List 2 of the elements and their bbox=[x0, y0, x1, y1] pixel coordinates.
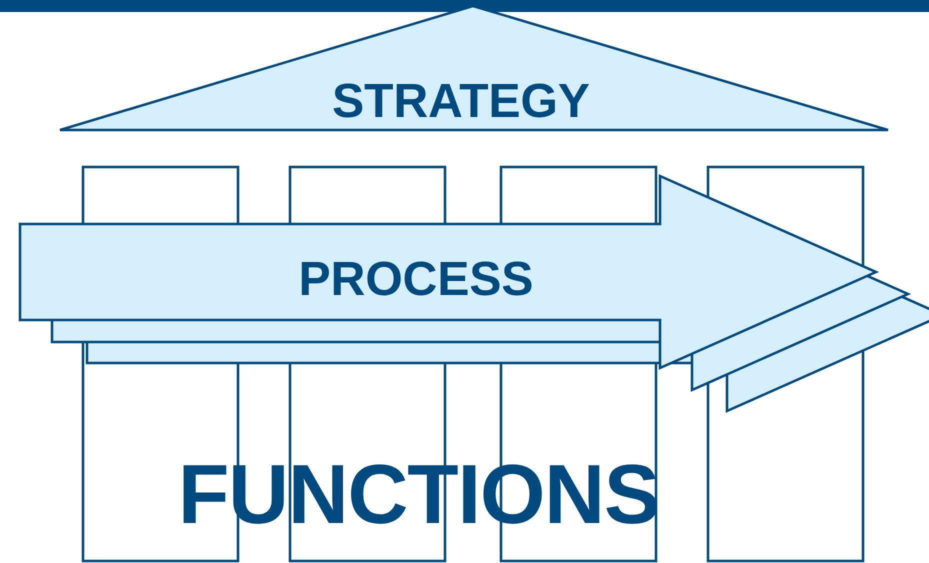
roof-label: STRATEGY bbox=[332, 78, 590, 126]
arrow-label: PROCESS bbox=[298, 256, 534, 304]
